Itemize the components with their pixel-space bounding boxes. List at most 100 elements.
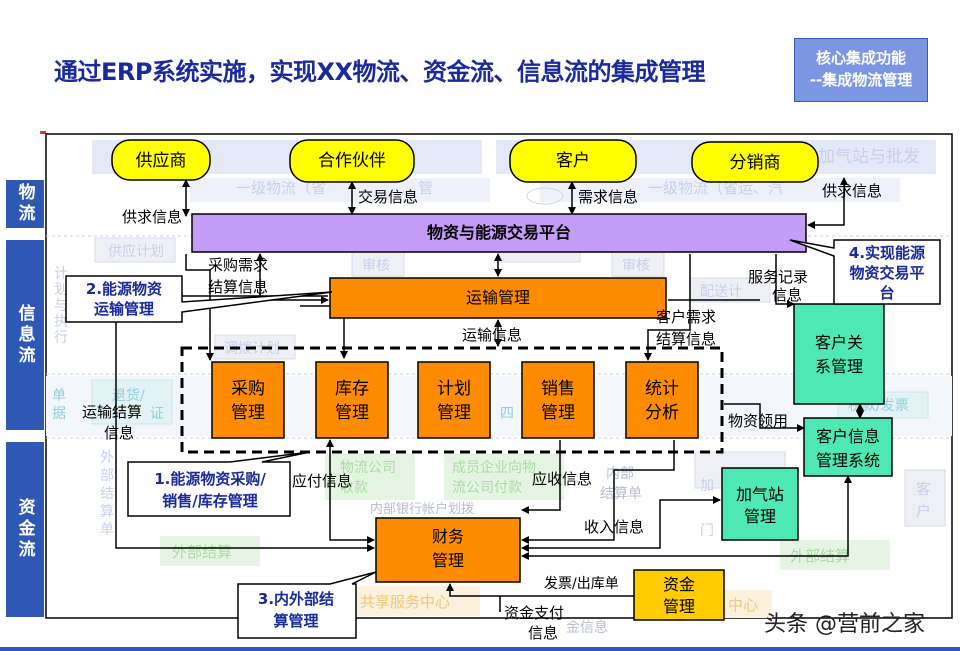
fund-label-1: 资金 bbox=[663, 575, 695, 594]
bg-plan-exec-0: 计 bbox=[54, 266, 68, 282]
flow-service-record-2: 信息 bbox=[772, 286, 802, 304]
bg-docs-0: 单 bbox=[52, 388, 66, 404]
line-platform-purchase bbox=[185, 254, 214, 361]
line-transport-finance bbox=[115, 295, 375, 552]
core-function-line2: --集成物流管理 bbox=[809, 71, 913, 89]
connection-lines bbox=[115, 177, 864, 612]
fund-box bbox=[633, 569, 725, 621]
transport-box bbox=[329, 277, 667, 319]
partner-label: 合作伙伴 bbox=[318, 151, 386, 171]
flow-transport-info: 运输信息 bbox=[462, 326, 522, 344]
bg-plan-exec-2: 与 bbox=[54, 298, 68, 314]
sales-box bbox=[521, 361, 595, 439]
callout-4-line2: 物资交易平 bbox=[849, 264, 924, 282]
crm-box bbox=[793, 303, 885, 405]
red-tick-mark bbox=[40, 131, 46, 134]
bg-plan-exec-4: 行 bbox=[54, 330, 68, 346]
flow-payable: 应付信息 bbox=[292, 472, 352, 490]
bg-audit1-text: 审核 bbox=[362, 258, 390, 274]
flow-purchase-demand-1: 采购需求 bbox=[208, 256, 268, 274]
transport-label: 运输管理 bbox=[466, 288, 530, 307]
line-stats-cis bbox=[724, 403, 805, 432]
band-capital: 资金流 bbox=[6, 442, 44, 617]
line-finance-fund bbox=[446, 583, 634, 597]
callout-3-line1: 3.内外部结 bbox=[258, 590, 334, 608]
bg-plan-exec-3: 执 bbox=[54, 314, 68, 330]
bg-inner-1: 结算单 bbox=[600, 486, 642, 502]
bg-gas-small-1: 门 bbox=[700, 523, 714, 539]
trade-platform-box bbox=[191, 213, 807, 253]
bg-return bbox=[91, 379, 173, 425]
flow-labels: 供求信息 交易信息 需求信息 供求信息 采购需求 结算信息 服务记录 信息 运输… bbox=[82, 182, 882, 642]
customer-box bbox=[509, 139, 637, 183]
flow-transport-settle-2: 信息 bbox=[104, 424, 134, 442]
module-container bbox=[180, 346, 724, 454]
bg-distribution bbox=[689, 277, 771, 303]
plan-box bbox=[417, 361, 491, 439]
bg-customer bbox=[904, 469, 946, 527]
bottom-rule bbox=[0, 647, 960, 651]
callout-4-line1: 4.实现能源 bbox=[849, 244, 925, 262]
callout-3-box bbox=[237, 571, 377, 639]
flow-customer-demand-1: 客户需求 bbox=[656, 308, 716, 326]
inventory-box bbox=[315, 361, 389, 439]
gas-label-1: 加气站 bbox=[736, 485, 784, 504]
bg-plan-exec-1: 划 bbox=[54, 282, 68, 298]
trade-platform-label: 物资与能源交易平台 bbox=[427, 223, 571, 242]
line-cis-finance bbox=[521, 475, 852, 560]
crm-label-2: 系管理 bbox=[815, 357, 863, 376]
bg-supply-plan bbox=[94, 237, 176, 263]
gas-station-box bbox=[721, 467, 799, 541]
plan-label-1: 计划 bbox=[437, 379, 471, 399]
bg-db-icon bbox=[526, 187, 564, 205]
bg-distribution-text: 配送计 bbox=[700, 284, 742, 300]
cis-label-1: 客户信息 bbox=[816, 427, 880, 446]
supplier-label: 供应商 bbox=[136, 151, 187, 171]
distributor-label: 分销商 bbox=[730, 153, 781, 173]
callout-1-line2: 销售/库存管理 bbox=[162, 492, 257, 510]
sales-label-1: 销售 bbox=[541, 379, 575, 399]
plan-label-2: 管理 bbox=[437, 403, 471, 423]
bg-level1-a: 一级物流（省 bbox=[236, 179, 326, 197]
bg-customer-0: 客 bbox=[916, 480, 931, 498]
flow-supply-info: 供求信息 bbox=[122, 208, 182, 226]
stats-label-1: 统计 bbox=[645, 379, 679, 399]
bg-bank: 内部银行帐户划拨 bbox=[370, 501, 474, 517]
callout-1-box bbox=[127, 451, 311, 517]
purchase-label-1: 采购 bbox=[231, 379, 265, 399]
bg-inner-0: 内部 bbox=[606, 466, 634, 482]
watermark: 头条 @营前之家 bbox=[764, 612, 925, 637]
band-info: 信息流 bbox=[6, 240, 44, 430]
crm-label-1: 客户关 bbox=[815, 333, 863, 352]
flow-receivable: 应收信息 bbox=[532, 470, 592, 488]
customer-label: 客户 bbox=[556, 151, 590, 171]
distributor-box bbox=[691, 141, 819, 183]
flow-transport-settle-1: 运输结算 bbox=[82, 403, 142, 421]
cis-label-2: 管理系统 bbox=[816, 451, 880, 470]
callout-1-line1: 1.能源物资采购/ bbox=[154, 470, 266, 488]
callout-2-line2: 运输管理 bbox=[94, 300, 154, 318]
bg-ext-4: 单 bbox=[100, 522, 114, 538]
bg-ext-settle bbox=[160, 536, 260, 566]
gas-label-2: 管理 bbox=[744, 507, 776, 526]
bg-ext-1: 部 bbox=[100, 468, 114, 484]
bg-gas-small-0: 加 bbox=[700, 478, 714, 494]
flow-income: 收入信息 bbox=[584, 518, 644, 536]
page-title: 通过ERP系统实施，实现XX物流、资金流、信息流的集成管理 bbox=[54, 58, 705, 86]
core-function-line1: 核心集成功能 bbox=[815, 49, 906, 67]
flow-supply-info2: 供求信息 bbox=[822, 182, 882, 200]
bg-customer-1: 户 bbox=[916, 502, 931, 520]
callout-4-line3: 台 bbox=[879, 284, 894, 302]
flow-service-record-1: 服务记录 bbox=[748, 268, 808, 286]
inventory-label-2: 管理 bbox=[335, 403, 369, 423]
purchase-label-2: 管理 bbox=[231, 403, 265, 423]
cis-box bbox=[803, 417, 893, 477]
finance-label-2: 管理 bbox=[432, 551, 464, 570]
bg-share bbox=[355, 586, 480, 616]
flow-invoice: 发票/出库单 bbox=[544, 576, 619, 592]
customer-systems: 客户关 系管理 客户信息 管理系统 加气站 管理 bbox=[721, 303, 893, 541]
bg-fund-info: 金信息 bbox=[566, 619, 608, 636]
flow-payment-2: 信息 bbox=[528, 624, 558, 642]
callouts: 2.能源物资 运输管理 1.能源物资采购/ 销售/库存管理 3.内外部结 算管理… bbox=[65, 239, 941, 639]
